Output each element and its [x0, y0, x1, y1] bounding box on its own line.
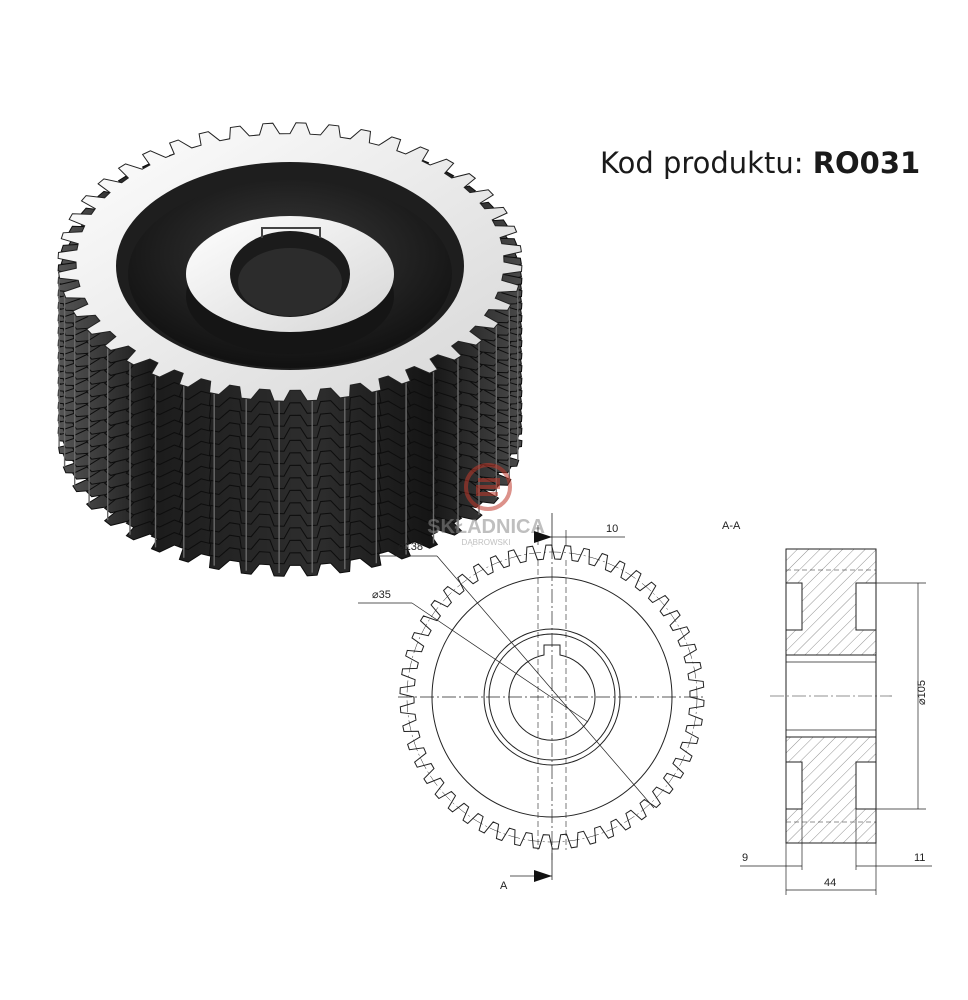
section-marker-label: A — [500, 880, 508, 892]
product-code-value: RO031 — [812, 146, 921, 180]
dim-key-label: 10 — [606, 523, 618, 535]
recess-upper-left — [785, 582, 803, 631]
section-arrow-top — [534, 531, 552, 543]
product-code-label: Kod produktu: — [600, 146, 813, 180]
gear-3d-render — [57, 122, 523, 577]
section-view-drawing — [770, 548, 892, 844]
watermark-brand: SKŁADNICA — [427, 516, 545, 538]
dim-bore-label: ⌀35 — [372, 589, 391, 601]
product-code: Kod produktu: RO031 — [600, 146, 930, 180]
front-view-drawing — [358, 513, 706, 880]
dim-bore-value: 35 — [379, 589, 391, 601]
dim-44-label: 44 — [824, 877, 836, 889]
dim-9-label: 9 — [742, 852, 748, 864]
dim-11-label: 11 — [914, 852, 925, 864]
watermark-sub: DĄBROWSKI — [462, 538, 511, 547]
section-dimensions — [740, 582, 932, 895]
watermark-logo: SKŁADNICA DĄBROWSKI — [427, 463, 545, 547]
bore-with-keyway — [508, 644, 596, 741]
section-title: A-A — [722, 520, 741, 532]
gear-outline-drawing — [399, 544, 705, 850]
watermark-icon — [464, 463, 512, 511]
recess-upper-right — [855, 582, 877, 631]
recess-lower-right — [855, 761, 877, 810]
dim-bore-diagonal — [411, 602, 589, 723]
section-arrow-bottom — [534, 870, 552, 882]
keyway — [261, 227, 321, 238]
dim-outer-value: 138 — [405, 541, 423, 553]
recess-lower-left — [785, 761, 803, 810]
dim-outer-diagonal — [436, 555, 655, 809]
dim-105-label: ⌀105 — [916, 680, 928, 705]
dim-outer-label: ⌀138 — [398, 541, 423, 553]
watermark-glyph — [476, 478, 500, 496]
dim-105-value: 105 — [916, 680, 928, 698]
bore-inner — [238, 248, 342, 316]
